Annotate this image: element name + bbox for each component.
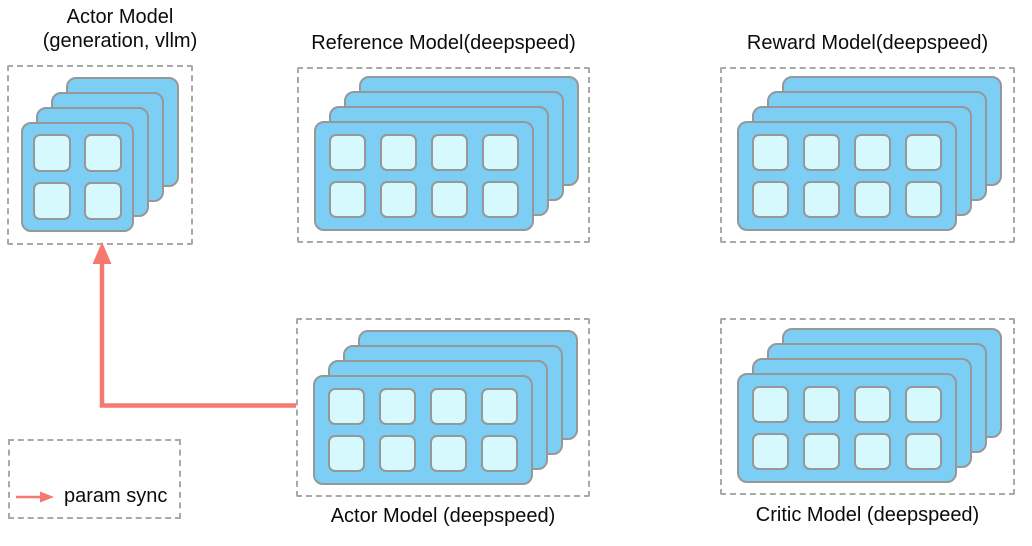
gpu-cell <box>430 435 467 472</box>
gpu-cell <box>752 433 789 470</box>
gpu-cell <box>854 134 891 171</box>
actor-deepspeed-title: Actor Model (deepspeed) <box>330 505 556 527</box>
gpu-card-front <box>737 121 957 231</box>
critic-title: Critic Model (deepspeed) <box>755 504 980 526</box>
actor-deepspeed-box <box>296 318 590 497</box>
gpu-cell <box>905 134 942 171</box>
gpu-cell <box>854 181 891 218</box>
gpu-cell <box>905 433 942 470</box>
legend-row: param sync <box>16 485 167 508</box>
gpu-cell <box>905 386 942 423</box>
gpu-card-front <box>314 121 534 231</box>
gpu-cell <box>84 134 122 172</box>
gpu-cell <box>854 386 891 423</box>
gpu-cell <box>33 182 71 220</box>
param-sync-arrowhead-icon <box>92 242 112 264</box>
gpu-cell <box>33 134 71 172</box>
gpu-cell <box>328 388 365 425</box>
gpu-cell <box>430 388 467 425</box>
legend-box: param sync <box>8 439 181 519</box>
reward-box <box>720 67 1015 243</box>
reference-box <box>297 67 590 243</box>
reward-title: Reward Model(deepspeed) <box>746 32 989 54</box>
reference-title: Reference Model(deepspeed) <box>311 32 576 54</box>
gpu-card-front <box>737 373 957 483</box>
gpu-cell <box>380 134 417 171</box>
gpu-cell <box>481 435 518 472</box>
gpu-cell <box>380 181 417 218</box>
gpu-card-front <box>313 375 533 485</box>
gpu-cell <box>482 181 519 218</box>
gpu-cell <box>329 181 366 218</box>
critic-box <box>720 318 1015 495</box>
gpu-card-front <box>21 122 134 232</box>
gpu-cell <box>84 182 122 220</box>
gpu-cell <box>752 134 789 171</box>
gpu-cell <box>752 386 789 423</box>
legend-label: param sync <box>64 485 168 507</box>
gpu-cell <box>803 386 840 423</box>
gpu-cell <box>854 433 891 470</box>
param-sync-arrow-icon <box>16 491 54 502</box>
gpu-cell <box>905 181 942 218</box>
gpu-cell <box>803 433 840 470</box>
gpu-cell <box>328 435 365 472</box>
gpu-cell <box>431 134 468 171</box>
gpu-cell <box>379 388 416 425</box>
actor-vllm-title: Actor Model (generation, vllm) <box>42 6 198 52</box>
actor-vllm-box <box>7 65 193 245</box>
gpu-cell <box>803 134 840 171</box>
gpu-cell <box>431 181 468 218</box>
gpu-cell <box>329 134 366 171</box>
gpu-cell <box>803 181 840 218</box>
gpu-cell <box>752 181 789 218</box>
gpu-cell <box>379 435 416 472</box>
gpu-cell <box>481 388 518 425</box>
gpu-cell <box>482 134 519 171</box>
param-sync-arrow-line <box>99 261 296 408</box>
